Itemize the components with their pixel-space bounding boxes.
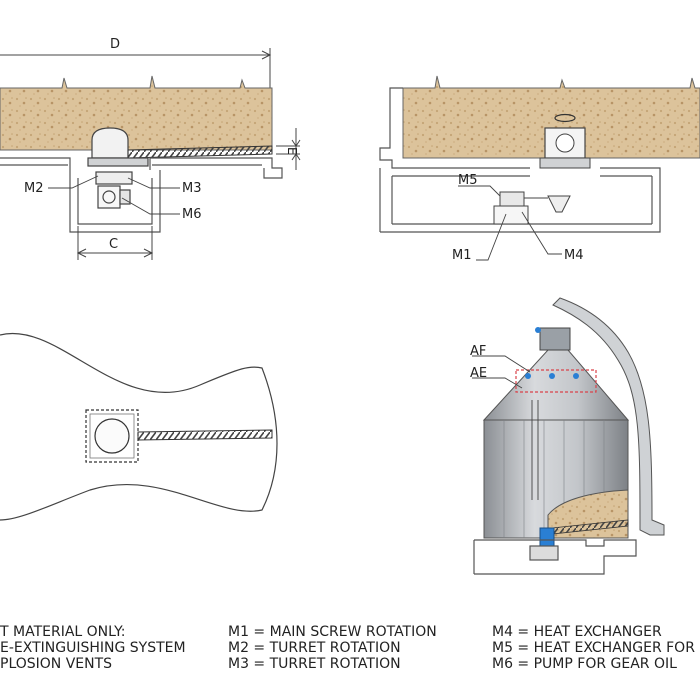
heat-exchanger-unit <box>493 191 571 225</box>
legend-line: M2 = TURRET ROTATION <box>228 640 401 656</box>
plan-turret <box>94 418 130 454</box>
legend-line: E-EXTINGUISHING SYSTEM <box>0 640 186 656</box>
legend-line: PLOSION VENTS <box>0 656 113 672</box>
material-bed <box>0 75 273 151</box>
plan-view <box>0 332 278 521</box>
label-c: C <box>109 237 118 252</box>
label-m2: M2 <box>24 181 44 196</box>
plan-screw <box>137 429 273 441</box>
label-m3: M3 <box>182 181 202 196</box>
turret-right <box>539 113 591 169</box>
main-screw <box>127 145 273 159</box>
leader-m3 <box>127 177 180 189</box>
legend-col3: M4 = HEAT EXCHANGER M5 = HEAT EXCHANGER … <box>492 624 695 672</box>
silo-foundation <box>473 539 637 575</box>
leader-m1 <box>476 213 507 261</box>
silo-roof <box>482 349 630 421</box>
silo-drive <box>539 527 555 547</box>
legend-col1: T MATERIAL ONLY: E-EXTINGUISHING SYSTEM … <box>0 624 186 672</box>
dimension-d <box>0 48 272 88</box>
side-section-right: M5 M1 M4 <box>379 75 700 263</box>
label-ae: AE <box>470 366 487 381</box>
floor-slab <box>0 157 283 179</box>
leader-m5 <box>458 185 501 197</box>
drive-pit <box>69 170 161 233</box>
leader-m6 <box>121 197 180 215</box>
silo-ladder <box>531 400 539 500</box>
material-bed-right <box>402 75 700 159</box>
label-e: E <box>285 147 299 155</box>
label-af: AF <box>470 344 486 359</box>
legend-line: M5 = HEAT EXCHANGER FOR <box>492 640 695 656</box>
legend-line: M1 = MAIN SCREW ROTATION <box>228 624 437 640</box>
leader-m4 <box>521 211 562 255</box>
legend-line: M3 = TURRET ROTATION <box>228 656 401 672</box>
label-m5: M5 <box>458 173 478 188</box>
external-conveyor <box>552 297 665 536</box>
label-d: D <box>110 37 120 52</box>
vent-markers <box>515 369 597 393</box>
dimension-e <box>276 128 301 170</box>
leader-ae <box>472 377 523 389</box>
dimension-c <box>76 226 154 260</box>
plan-outline <box>0 332 278 521</box>
legend-line: M4 = HEAT EXCHANGER <box>492 624 662 640</box>
side-section-left: D <box>0 37 301 260</box>
legend-line: T MATERIAL ONLY: <box>0 624 126 640</box>
silo-view: AF AE <box>470 297 665 575</box>
label-m1: M1 <box>452 248 472 263</box>
legend-col2: M1 = MAIN SCREW ROTATION M2 = TURRET ROT… <box>228 624 437 672</box>
leader-m2 <box>48 175 99 189</box>
turret-dome <box>91 127 129 159</box>
label-m6: M6 <box>182 207 202 222</box>
label-m4: M4 <box>564 248 584 263</box>
legend-line: M6 = PUMP FOR GEAR OIL <box>492 656 677 672</box>
leader-af <box>472 355 531 373</box>
